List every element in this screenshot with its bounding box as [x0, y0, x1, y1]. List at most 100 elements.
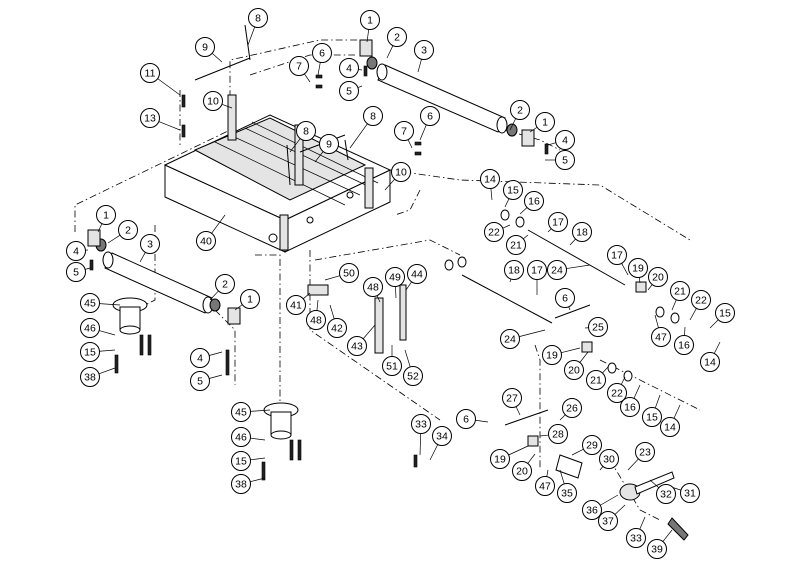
callout-leader	[546, 469, 549, 477]
callout-circle	[363, 277, 383, 297]
callout-number: 24	[504, 334, 516, 346]
callout-number: 17	[552, 217, 564, 229]
callout-15: 15	[503, 180, 523, 208]
callout-number: 23	[639, 447, 651, 459]
callout-49: 49	[385, 267, 405, 299]
callout-circle	[394, 121, 414, 141]
callout-circle	[502, 388, 522, 408]
callout-16: 16	[519, 191, 544, 215]
callout-leader	[509, 118, 517, 131]
callout-leader	[647, 284, 653, 291]
callout-circle	[289, 56, 309, 76]
callout-number: 43	[351, 341, 363, 353]
callout-number: 14	[484, 174, 496, 186]
callout-number: 6	[319, 48, 325, 60]
callout-leader	[614, 504, 626, 515]
callout-leader	[211, 53, 223, 63]
callout-number: 6	[562, 293, 568, 305]
callout-number: 45	[84, 298, 96, 310]
callout-leader	[107, 234, 121, 244]
callout-6: 6	[456, 409, 489, 429]
callout-2: 2	[386, 27, 407, 59]
callout-number: 36	[586, 505, 598, 517]
callout-number: 3	[421, 45, 427, 57]
callout-leader	[99, 303, 121, 306]
callout-circle	[500, 329, 520, 349]
callout-circle	[527, 260, 547, 280]
callout-number: 27	[506, 393, 518, 405]
callout-leader	[475, 419, 489, 423]
callout-number: 7	[296, 61, 302, 73]
callout-number: 4	[562, 135, 568, 147]
callout-44: 44	[405, 264, 427, 291]
callout-22: 22	[484, 222, 511, 242]
callout-34: 34	[429, 426, 452, 461]
callout-number: 47	[539, 481, 551, 493]
callout-33: 33	[411, 414, 431, 456]
callout-10: 10	[384, 162, 411, 191]
callout-number: 9	[326, 139, 332, 151]
callout-number: 19	[546, 350, 558, 362]
callout-circle	[555, 150, 575, 170]
callout-leader	[689, 308, 697, 321]
callout-circle	[195, 37, 215, 57]
callout-18: 18	[569, 222, 592, 246]
callout-circle	[548, 424, 568, 444]
callout-leader	[566, 264, 591, 269]
callout-circle	[296, 121, 316, 141]
callout-28: 28	[539, 424, 568, 444]
callout-circle	[547, 260, 567, 280]
callout-leader	[654, 394, 661, 409]
callout-leader	[429, 444, 439, 461]
callout-circle	[607, 245, 627, 265]
callout-leader	[366, 29, 370, 43]
callout-circle	[231, 474, 251, 494]
callout-number: 2	[517, 105, 523, 117]
callout-circle	[700, 352, 720, 372]
callout-leader	[561, 347, 581, 354]
callout-circle	[548, 212, 568, 232]
callout-number: 15	[646, 412, 658, 424]
callout-5: 5	[545, 150, 575, 170]
callout-circle	[564, 360, 584, 380]
callout-circle	[572, 222, 592, 242]
callout-number: 19	[632, 263, 644, 275]
callout-37: 37	[598, 504, 626, 531]
callout-17: 17	[607, 245, 629, 276]
callout-number: 5	[197, 376, 203, 388]
callout-number: 15	[719, 308, 731, 320]
callout-number: 15	[84, 347, 96, 359]
callout-leader	[250, 457, 266, 461]
callout-leader	[539, 434, 549, 437]
callout-circle	[599, 449, 619, 469]
callout-circle	[648, 267, 668, 287]
callout-number: 20	[516, 466, 528, 478]
callout-leader	[157, 78, 181, 96]
callout-number: 2	[394, 32, 400, 44]
washers	[444, 209, 680, 382]
callout-leader	[289, 138, 301, 153]
callout-leader	[357, 85, 363, 88]
callout-36: 36	[582, 494, 619, 520]
callout-leader	[98, 367, 116, 375]
callout-circle	[490, 449, 510, 469]
callout-51: 51	[382, 345, 402, 376]
callout-circle	[403, 366, 423, 386]
callout-leader	[211, 214, 226, 234]
callout-3: 3	[139, 234, 160, 263]
callout-48: 48	[306, 299, 326, 330]
callout-40: 40	[196, 214, 226, 251]
callout-17: 17	[547, 212, 568, 233]
callout-number: 22	[695, 295, 707, 307]
callout-number: 49	[389, 272, 401, 284]
callout-number: 2	[222, 279, 228, 291]
callout-leader	[508, 445, 529, 456]
callout-19: 19	[628, 258, 648, 284]
callout-8: 8	[289, 121, 316, 153]
callout-number: 8	[303, 126, 309, 138]
callout-number: 1	[367, 15, 373, 27]
callout-19: 19	[490, 445, 529, 469]
callout-number: 6	[463, 414, 469, 426]
callout-leader	[559, 414, 566, 421]
base-block	[163, 94, 392, 253]
